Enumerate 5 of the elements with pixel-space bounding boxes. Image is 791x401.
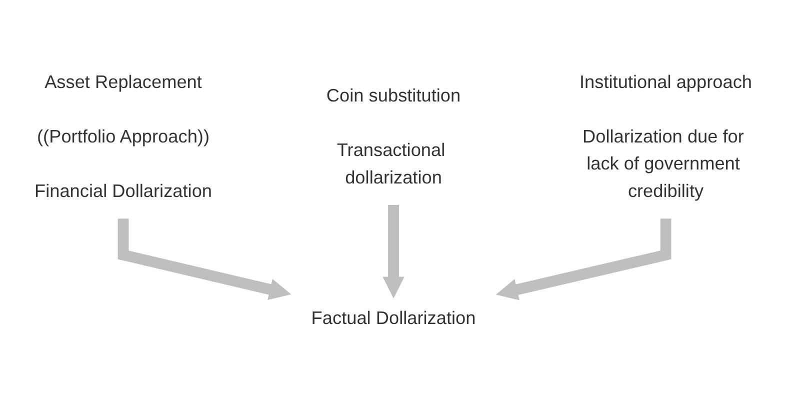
arrow [382,205,404,298]
node-text: Asset Replacement ((Portfolio Approach)) Financial Dollarization [34,72,212,202]
node-text: Coin substitution Transactional dollarization [326,86,461,188]
node-text: Institutional approach Dollarization due for lack of government credibility [579,72,752,202]
node-text: Factual Dollarization [311,308,476,328]
